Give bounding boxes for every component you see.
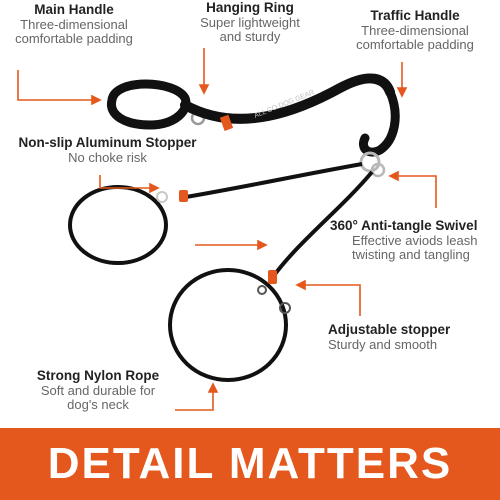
detail-matters-banner: DETAIL MATTERS	[0, 428, 500, 500]
lower-slip-loop	[168, 268, 288, 382]
upper-slip-loop	[68, 185, 168, 265]
main-handle	[106, 79, 191, 130]
label-rope: Strong Nylon Rope Soft and durable for d…	[36, 368, 160, 413]
label-hanging-ring: Hanging Ring Super lightweight and sturd…	[200, 0, 300, 45]
label-main-handle: Main Handle Three-dimensional comfortabl…	[15, 2, 133, 47]
label-stopper: Non-slip Aluminum Stopper No choke risk	[18, 135, 197, 165]
leash-illustration: ALL CO DOG GEAR	[17, 48, 437, 411]
label-traffic-handle: Traffic Handle Three-dimensional comfort…	[356, 8, 474, 53]
label-adjustable: Adjustable stopper Sturdy and smooth	[328, 322, 451, 352]
aluminum-stopper	[179, 190, 188, 202]
traffic-handle	[359, 87, 400, 157]
banner-text: DETAIL MATTERS	[47, 439, 453, 488]
label-swivel: 360° Anti-tangle Swivel Effective aviods…	[330, 218, 478, 263]
adjustable-stopper	[268, 270, 277, 284]
callout-arrows	[17, 48, 437, 411]
swivel	[359, 151, 381, 173]
